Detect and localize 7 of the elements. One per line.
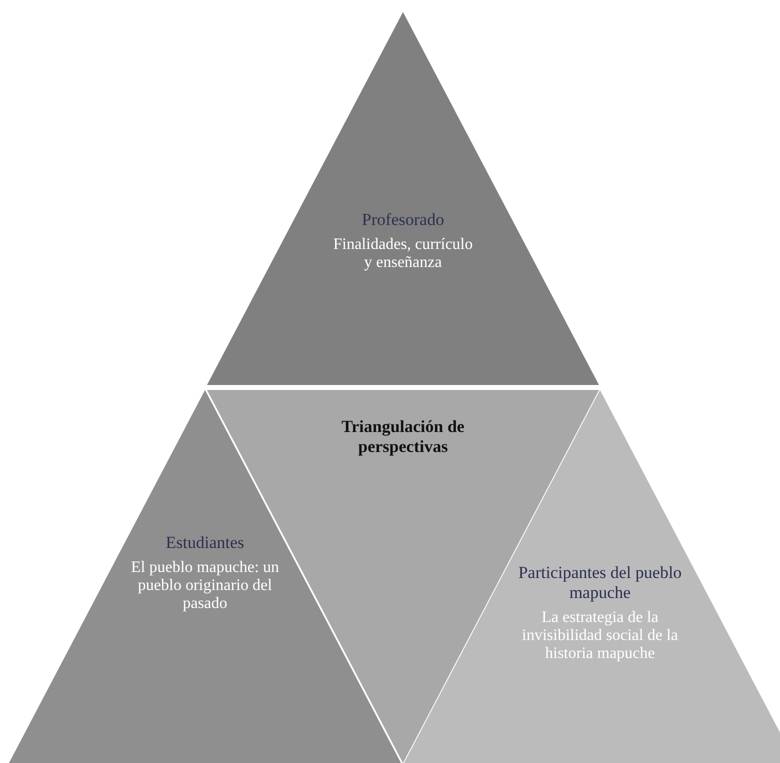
heading-text: Estudiantes (166, 533, 244, 553)
body-text: El pueblo mapuche: un pueblo originario del pasado (130, 559, 280, 613)
heading-text: Triangulación de perspectivas (340, 417, 466, 457)
heading-text: Profesorado (362, 210, 444, 230)
body-text: Finalidades, currículo y enseñanza (332, 236, 474, 272)
heading-text: Participantes del pueblo mapuche (517, 563, 683, 603)
body-text: La estrategia de la invisibilidad social de la historia mapuche (521, 609, 679, 663)
